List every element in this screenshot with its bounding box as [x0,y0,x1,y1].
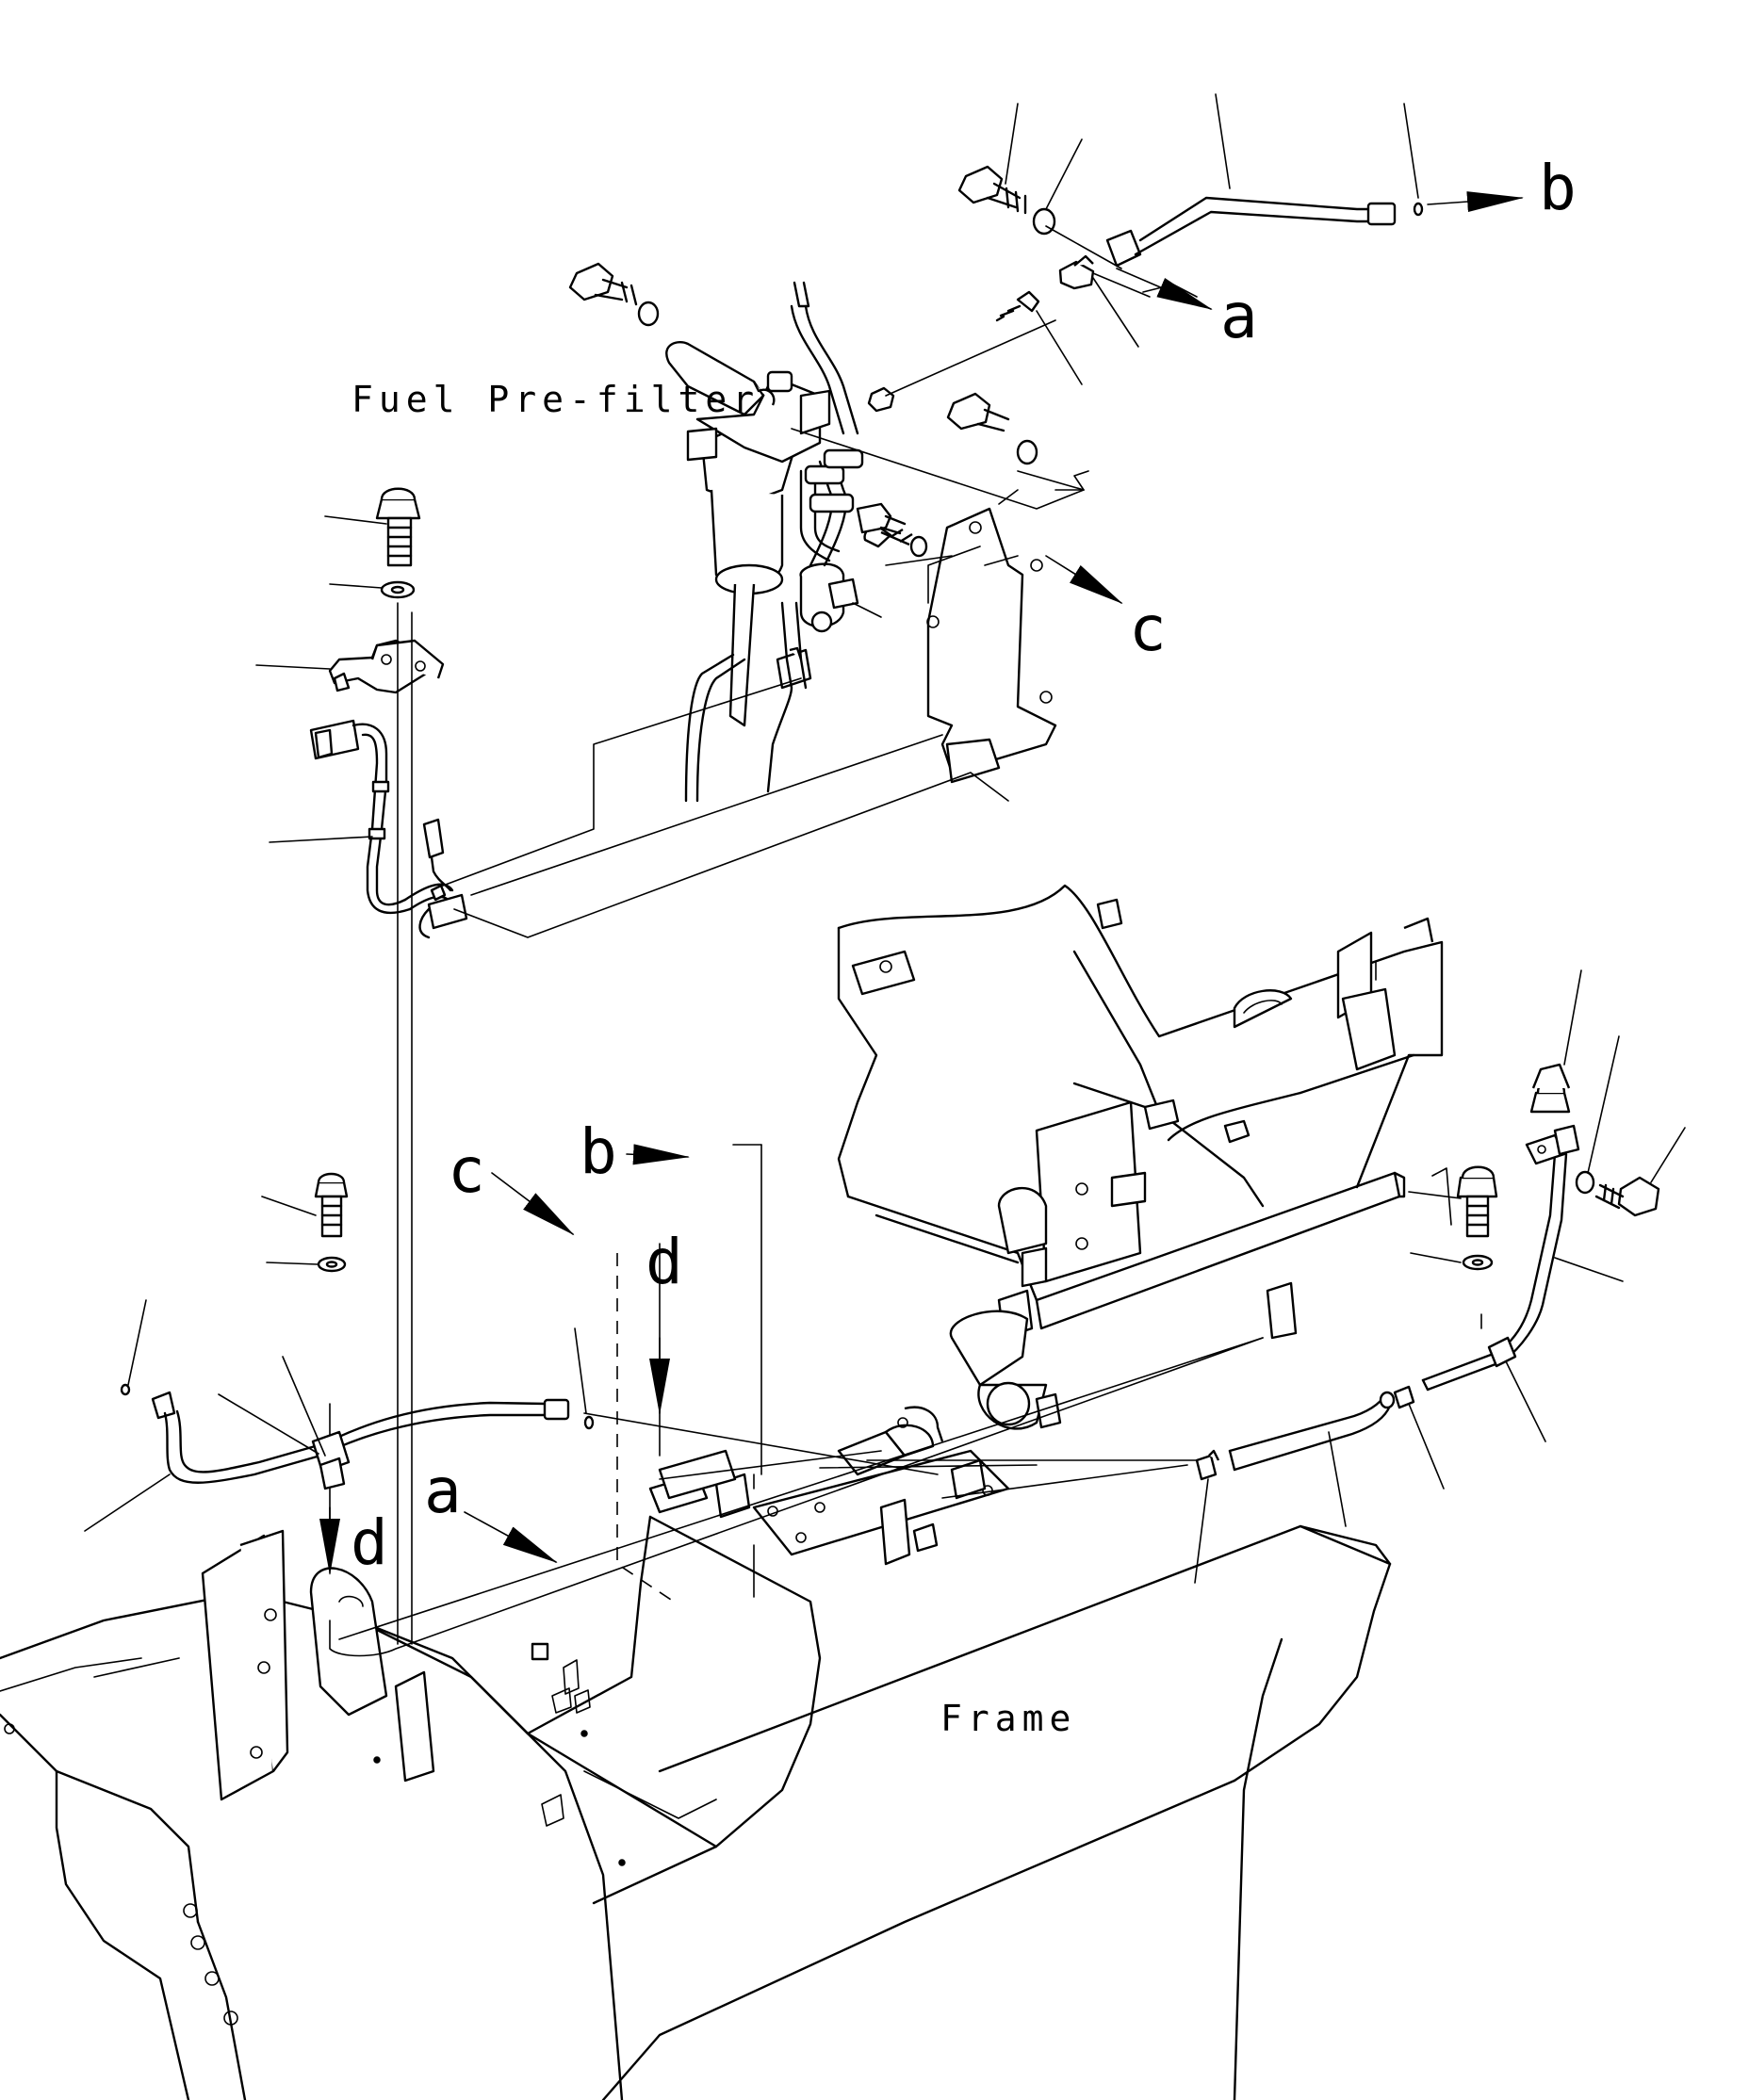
relay-bracket [328,639,445,694]
clamp-bolt [314,1172,349,1273]
upper-hardware [568,165,1424,558]
ref-a-lower: a [424,1455,462,1527]
bracket-bolt-top [375,487,421,599]
right-fuel-hose [1195,1385,1415,1481]
prefilter-bolt-1 [568,262,660,327]
frame-assembly [0,1515,1392,2100]
lower-fuel-lines [120,1063,1660,1490]
left-fuel-hose [120,1383,595,1490]
right-fuel-pipe [1421,1124,1580,1392]
prefilter-nut [867,386,895,413]
ref-d-lower: d [351,1506,388,1579]
relay-and-harness [309,487,468,939]
fuel-prefilter-label: Fuel Pre-filter [351,379,760,420]
prefilter-bolt-3 [856,502,928,558]
ref-d-mid: d [646,1226,683,1298]
ref-a-top: a [1220,280,1258,352]
right-bolt-upper [1529,1063,1571,1114]
mid-right-bolt [1456,1165,1498,1271]
fuel-pipe-b [1105,196,1424,268]
right-bolt-lower [1575,1170,1660,1217]
elbow-fitting [995,254,1095,322]
ref-b-lower: b [580,1115,617,1188]
prefilter-bolt-2 [946,392,1038,465]
frame-label: Frame [940,1698,1076,1739]
reference-arrows [319,191,1524,1575]
ref-c-lower: c [448,1134,485,1207]
text-labels: Fuel Pre-filter Frame a b c b c d a d [351,152,1577,1739]
wire-harness [309,719,468,939]
leader-lines [84,93,1686,1584]
ref-b-top: b [1539,152,1577,224]
tank-tower-assembly [648,884,1444,1566]
fuel-prefilter-assembly [665,281,1057,803]
ref-c-top: c [1129,593,1167,665]
